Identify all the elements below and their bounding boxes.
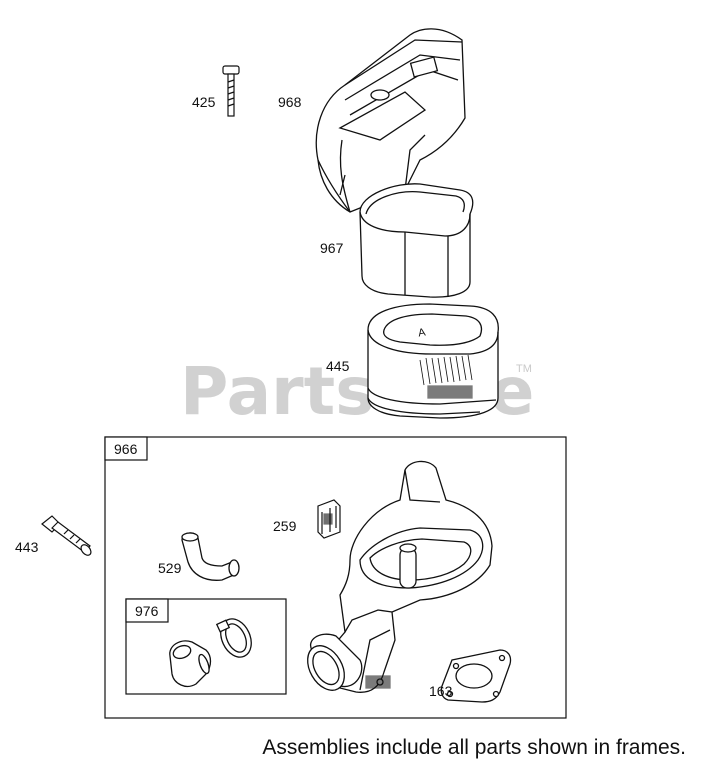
assembly-frame-976 <box>125 598 287 695</box>
part-label-163: 163 <box>429 683 453 699</box>
part-529-elbow-drawing[interactable] <box>181 532 240 581</box>
part-976-clamp-drawing[interactable] <box>215 614 257 662</box>
assembly-frame-966 <box>104 436 567 719</box>
part-163-gasket-drawing[interactable] <box>440 649 512 703</box>
part-976-cap-drawing[interactable] <box>169 640 212 688</box>
part-966-base-drawing[interactable] <box>300 460 493 696</box>
footer-note-text: Assemblies include all parts shown in fr… <box>262 736 686 759</box>
part-label-443: 443 <box>15 539 39 555</box>
part-967-precleaner-drawing[interactable] <box>359 183 474 298</box>
part-445-filter-drawing[interactable]: A <box>367 303 499 419</box>
watermark-trademark: TM <box>516 363 532 375</box>
part-968-cover-drawing[interactable] <box>315 28 466 213</box>
part-425-bolt-drawing[interactable] <box>222 65 240 117</box>
part-label-259: 259 <box>273 518 297 534</box>
part-443-bolt-drawing[interactable] <box>41 515 93 557</box>
footer-note: Assemblies include all parts shown in fr… <box>0 736 716 760</box>
part-label-966: 966 <box>114 441 138 457</box>
part-label-529: 529 <box>158 560 182 576</box>
part-label-976: 976 <box>135 603 159 619</box>
part-label-967: 967 <box>320 240 344 256</box>
part-label-968: 968 <box>278 94 302 110</box>
assembly-frame-976-tag <box>125 598 169 623</box>
assembly-frame-966-tag <box>104 436 148 461</box>
part-label-425: 425 <box>192 94 216 110</box>
part-259-clip-drawing[interactable] <box>317 499 341 539</box>
svg-text:A: A <box>417 326 427 339</box>
part-label-445: 445 <box>326 358 350 374</box>
